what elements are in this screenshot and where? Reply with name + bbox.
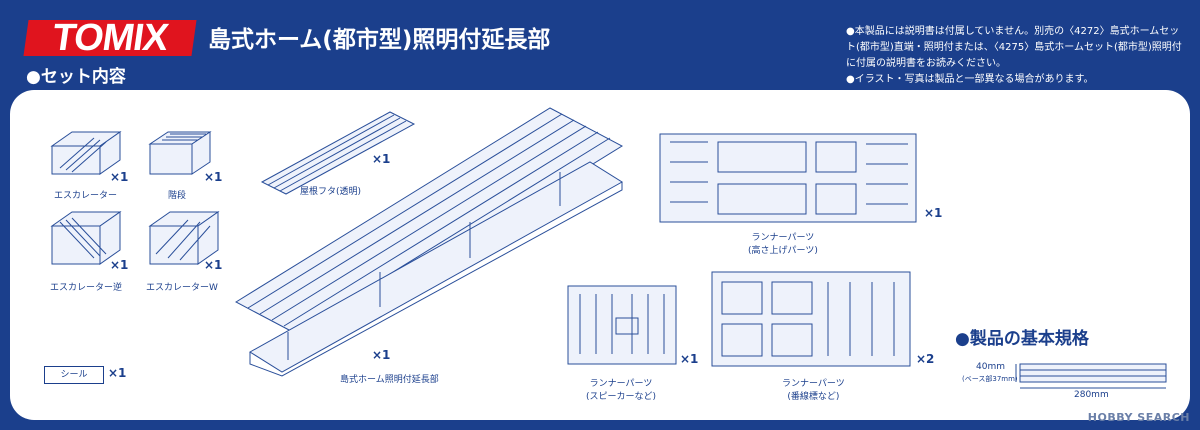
runner-signs-illustration xyxy=(711,271,911,367)
part-label: 階段 xyxy=(168,191,187,201)
part-qty: ×2 xyxy=(916,352,935,366)
escalator-reverse-illustration xyxy=(50,211,122,265)
spec-width: 40mm xyxy=(976,362,1005,372)
escalator-w-illustration xyxy=(148,211,220,265)
tomix-logo: TOMIX xyxy=(23,17,197,59)
part-label: 屋根フタ(透明) xyxy=(300,187,362,197)
runner-speaker-illustration xyxy=(567,285,677,365)
part-label: エスカレーターW xyxy=(146,283,218,293)
stairs-illustration xyxy=(148,131,212,175)
hobby-search-watermark: HOBBY SEARCH xyxy=(1087,411,1190,424)
part-label: エスカレーター逆 xyxy=(50,283,123,293)
seal-part: シール xyxy=(44,366,104,384)
part-qty: ×1 xyxy=(110,170,129,184)
part-qty: ×1 xyxy=(924,206,943,220)
spec-diagram xyxy=(1015,363,1167,389)
part-label: ランナーパーツ (高さ上げパーツ) xyxy=(748,233,818,256)
part-label: エスカレーター xyxy=(54,191,118,201)
product-title: 島式ホーム(都市型)照明付延長部 xyxy=(208,27,551,53)
part-label: 島式ホーム照明付延長部 xyxy=(340,375,439,385)
note-manual: ●本製品には説明書は付属していません。別売の〈4272〉島式ホームセット(都市型… xyxy=(846,26,1182,69)
runner-height-illustration xyxy=(659,133,917,223)
spec-width-note: (ベース部37mm) xyxy=(962,375,1018,383)
set-contents-heading: ●セット内容 xyxy=(26,67,126,87)
notes: ●本製品には説明書は付属していません。別売の〈4272〉島式ホームセット(都市型… xyxy=(846,24,1186,88)
part-qty: ×1 xyxy=(680,352,699,366)
platform-extension-illustration xyxy=(234,107,624,377)
seal-qty: ×1 xyxy=(108,366,127,380)
part-qty: ×1 xyxy=(204,258,223,272)
roof-cover-illustration xyxy=(260,111,416,195)
spec-length: 280mm xyxy=(1074,390,1109,400)
part-qty: ×1 xyxy=(372,152,391,166)
part-qty: ×1 xyxy=(204,170,223,184)
set-contents-panel: エスカレーター ×1 階段 ×1 エスカレーター逆 ×1 エスカレーターW ×1… xyxy=(10,90,1190,420)
specs-heading: ●製品の基本規格 xyxy=(955,329,1089,349)
part-label: ランナーパーツ (スピーカーなど) xyxy=(586,379,657,402)
escalator-illustration xyxy=(50,131,122,175)
note-illustration: ●イラスト・写真は製品と一部異なる場合があります。 xyxy=(846,74,1094,85)
part-label: ランナーパーツ (番線標など) xyxy=(782,379,845,402)
part-qty: ×1 xyxy=(110,258,129,272)
part-qty: ×1 xyxy=(372,348,391,362)
